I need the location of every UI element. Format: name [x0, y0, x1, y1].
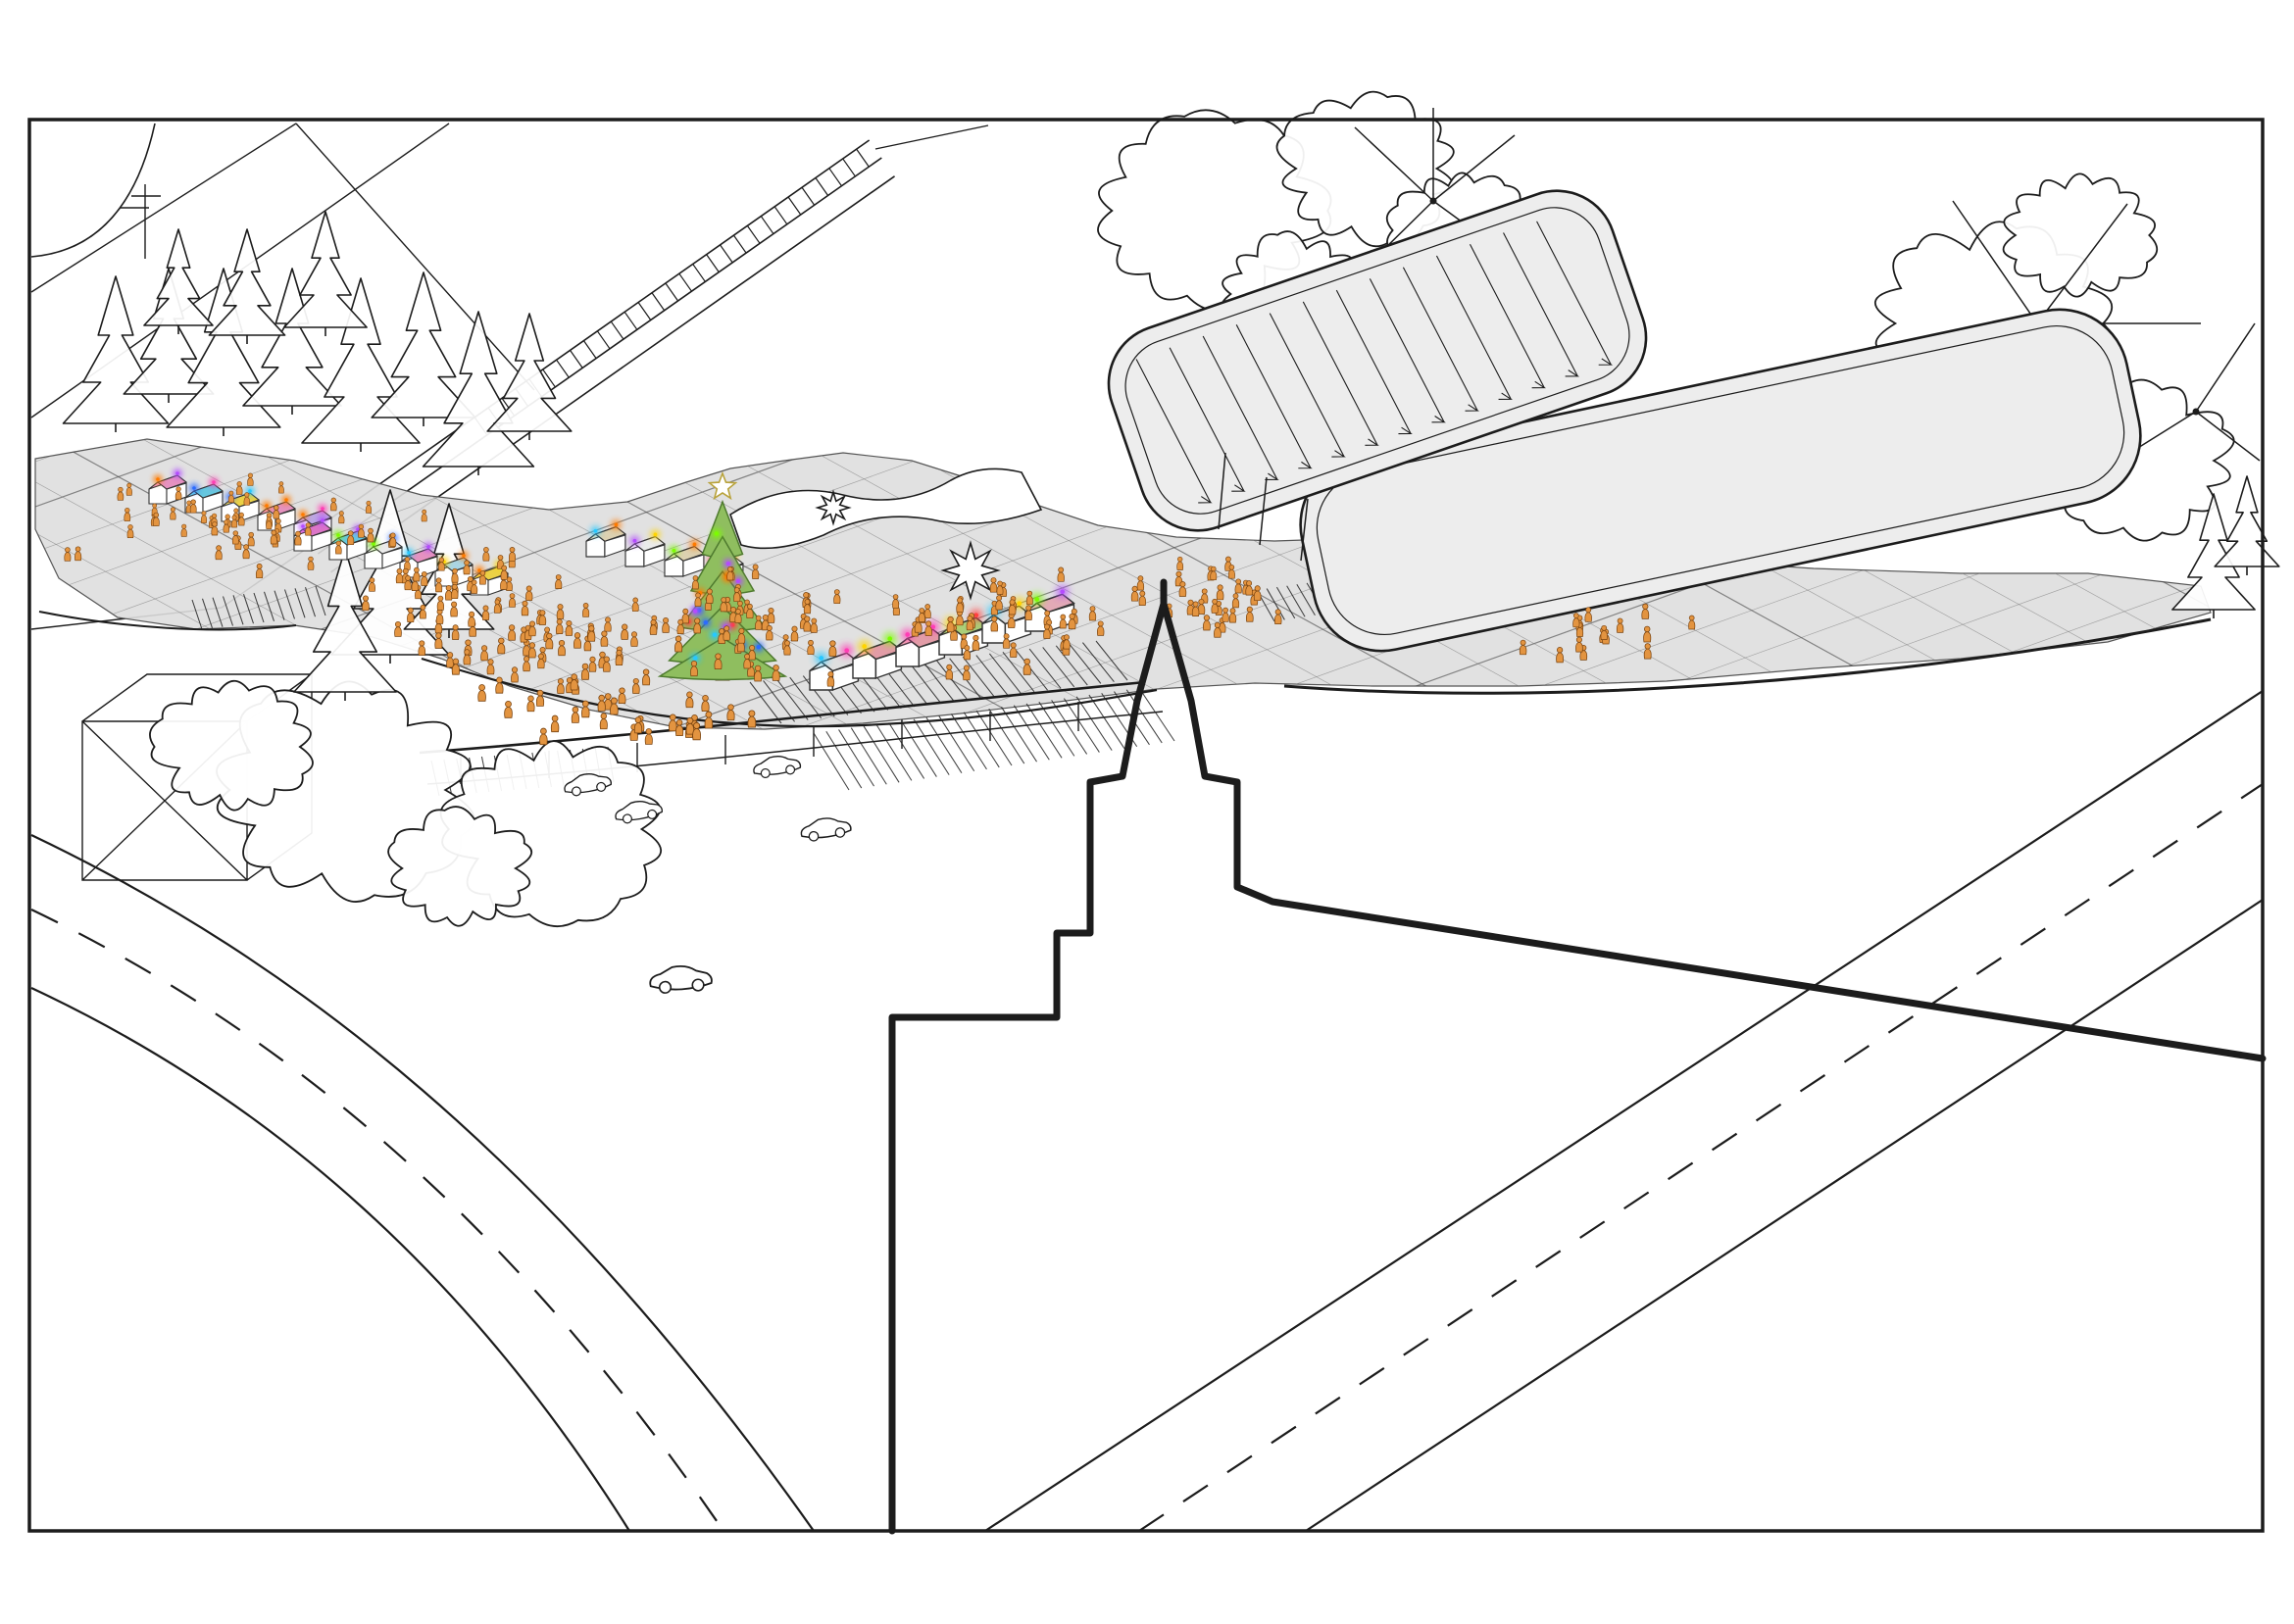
church-silhouette [888, 578, 2267, 1535]
cars [564, 756, 852, 994]
plaza-path-swoosh [729, 468, 1043, 550]
starburst-shapes [815, 489, 1001, 601]
ramp-hatching [191, 569, 1418, 797]
main-building [1107, 189, 2142, 653]
frame-border [27, 118, 2265, 1533]
crowd-figures [64, 472, 1696, 746]
roads [30, 690, 2264, 1532]
